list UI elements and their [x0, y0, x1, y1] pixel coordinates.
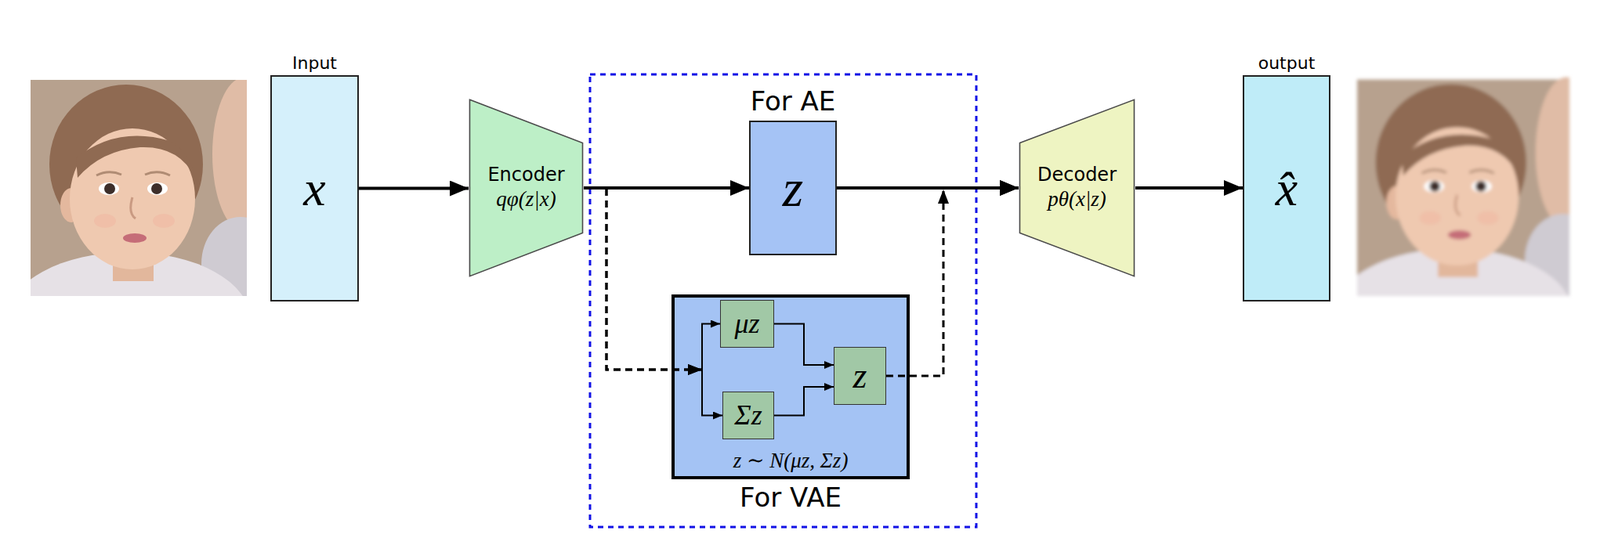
- mean-box: μz: [720, 300, 775, 348]
- latent-box: For AEz: [749, 120, 837, 256]
- connector-segment: [886, 189, 944, 377]
- connector-segment: [702, 324, 721, 371]
- section-heading: For VAE: [739, 481, 842, 515]
- variable-label: x̂: [1275, 157, 1298, 221]
- trapezoid-shape: [1019, 99, 1134, 276]
- box-heading: Input: [292, 52, 337, 75]
- connector: [583, 188, 723, 417]
- vae-sampling-box: For VAEz ∼ N(μz, Σz)μzΣzz: [671, 294, 910, 480]
- block-title: Decoder: [1037, 162, 1117, 187]
- formula-label: z ∼ N(μz, Σz): [733, 448, 849, 475]
- covariance-box: Σz: [722, 391, 775, 440]
- connector-segment: [1135, 186, 1243, 190]
- connector-segment: [358, 187, 469, 191]
- connector: [583, 188, 721, 370]
- connector: [886, 188, 1019, 377]
- output-box: outputx̂: [1242, 75, 1331, 302]
- connector: [583, 188, 750, 189]
- formula-label: pθ(x|z): [1047, 186, 1107, 214]
- connector-segment: [583, 188, 703, 370]
- sample-box: z: [833, 347, 887, 406]
- encoder-trapezoid: Encoderqφ(z|x): [468, 97, 584, 279]
- connector-segment: [774, 324, 834, 366]
- input-photo: [7, 77, 280, 386]
- formula-label: qφ(z|x): [495, 186, 556, 214]
- connector: [774, 324, 834, 366]
- variable-label: Σz: [734, 398, 762, 434]
- variable-label: μz: [734, 306, 760, 342]
- connector-segment: [702, 369, 723, 417]
- dashed-region: [590, 74, 977, 528]
- variable-label: x: [303, 157, 326, 221]
- trapezoid-shape: [469, 99, 583, 276]
- connector-segment: [774, 387, 834, 417]
- connector: [358, 188, 469, 189]
- block-title: Encoder: [487, 162, 565, 187]
- connector-segment: [583, 188, 703, 370]
- connector: [1135, 188, 1243, 189]
- input-box: Inputx: [270, 75, 359, 302]
- variable-label: z: [853, 353, 868, 399]
- box-heading: output: [1258, 52, 1316, 75]
- connector-segment: [583, 186, 750, 190]
- connector: [836, 188, 1019, 189]
- connector-segment: [943, 186, 1019, 190]
- variable-label: z: [782, 155, 804, 222]
- connector: [774, 387, 834, 417]
- output-photo: [1334, 77, 1600, 381]
- connector-segment: [836, 186, 1019, 190]
- decoder-trapezoid: Decoderpθ(x|z): [1018, 97, 1136, 279]
- section-heading: For AE: [750, 84, 837, 119]
